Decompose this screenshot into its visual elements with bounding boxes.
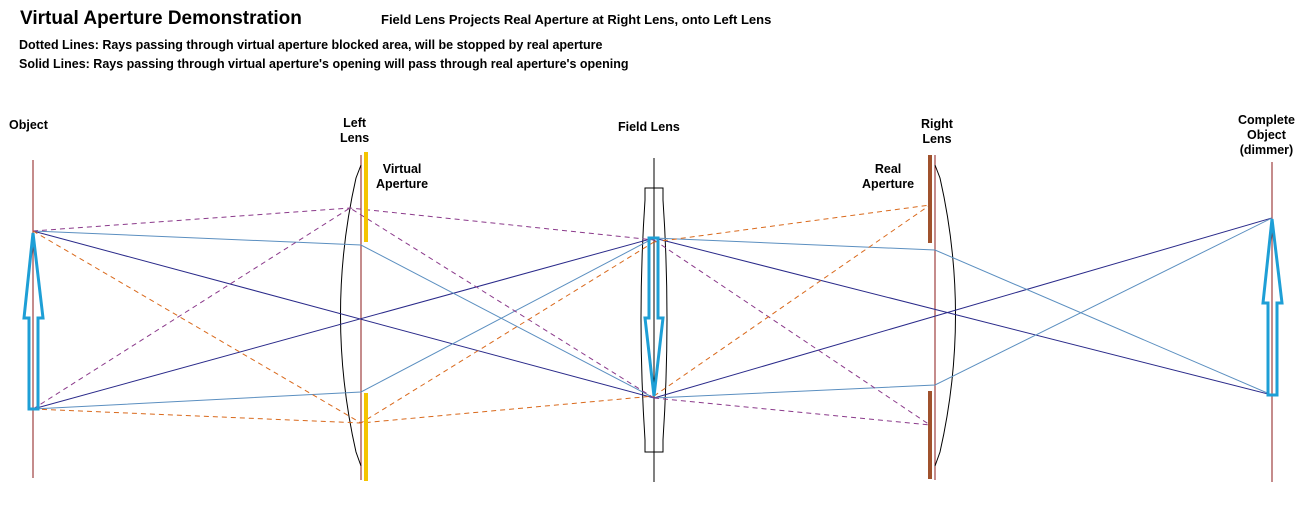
field-lens-label-text: Field Lens — [618, 120, 680, 134]
solid-ray — [653, 237, 1273, 396]
solid-ray — [653, 217, 1273, 399]
right-lens-label-line: Lens — [922, 132, 952, 146]
complete-object-label-line: (dimmer) — [1239, 143, 1294, 157]
object-label: Object — [9, 118, 48, 133]
complete-object-label-line: Complete — [1238, 113, 1295, 127]
solid-ray — [32, 230, 655, 399]
left-lens-label-line: Lens — [340, 131, 370, 145]
virtual-aperture-label: Virtual Aperture — [376, 162, 428, 192]
solid-ray — [653, 217, 1273, 399]
field-lens-outline — [640, 187, 668, 453]
solid-ray — [32, 237, 655, 410]
element-lines — [32, 155, 1273, 482]
left-lens-label: Left Lens — [340, 116, 369, 146]
virtual-aperture-label-line: Virtual — [382, 162, 422, 176]
arrows — [22, 218, 1284, 411]
dashed-ray — [653, 397, 931, 426]
left-lens-label-line: Left — [343, 116, 367, 130]
complete-object-arrow-icon — [1261, 218, 1284, 397]
rays — [32, 204, 1273, 426]
apertures — [364, 152, 932, 481]
real-aperture-label-line: Aperture — [862, 177, 915, 191]
dashed-ray — [653, 204, 931, 243]
complete-object-label: Complete Object (dimmer) — [1238, 113, 1295, 158]
note-dotted-lines: Dotted Lines: Rays passing through virtu… — [19, 38, 603, 52]
field-lens-label: Field Lens — [618, 120, 680, 135]
right-lens-label-line: Right — [921, 117, 953, 131]
object-arrow-icon — [22, 232, 45, 411]
right-lens-label: Right Lens — [921, 117, 953, 147]
solid-ray — [32, 230, 655, 399]
note-solid-lines: Solid Lines: Rays passing through virtua… — [19, 57, 629, 71]
dashed-ray — [653, 204, 931, 397]
left-lens-outline — [340, 164, 362, 467]
dashed-ray — [32, 207, 655, 241]
solid-ray — [653, 237, 1273, 396]
dashed-ray — [32, 207, 655, 410]
solid-ray — [32, 237, 655, 410]
object-label-text: Object — [9, 118, 48, 132]
dashed-ray — [32, 395, 655, 424]
real-aperture-label-line: Real — [874, 162, 902, 176]
page-title: Virtual Aperture Demonstration — [20, 8, 302, 29]
field-lens-image-arrow-icon — [643, 236, 665, 397]
real-aperture-label: Real Aperture — [862, 162, 914, 192]
page-subtitle: Field Lens Projects Real Aperture at Rig… — [381, 12, 772, 27]
complete-object-label-line: Object — [1247, 128, 1286, 142]
dashed-ray — [653, 239, 931, 426]
virtual-aperture-label-line: Aperture — [376, 177, 429, 191]
